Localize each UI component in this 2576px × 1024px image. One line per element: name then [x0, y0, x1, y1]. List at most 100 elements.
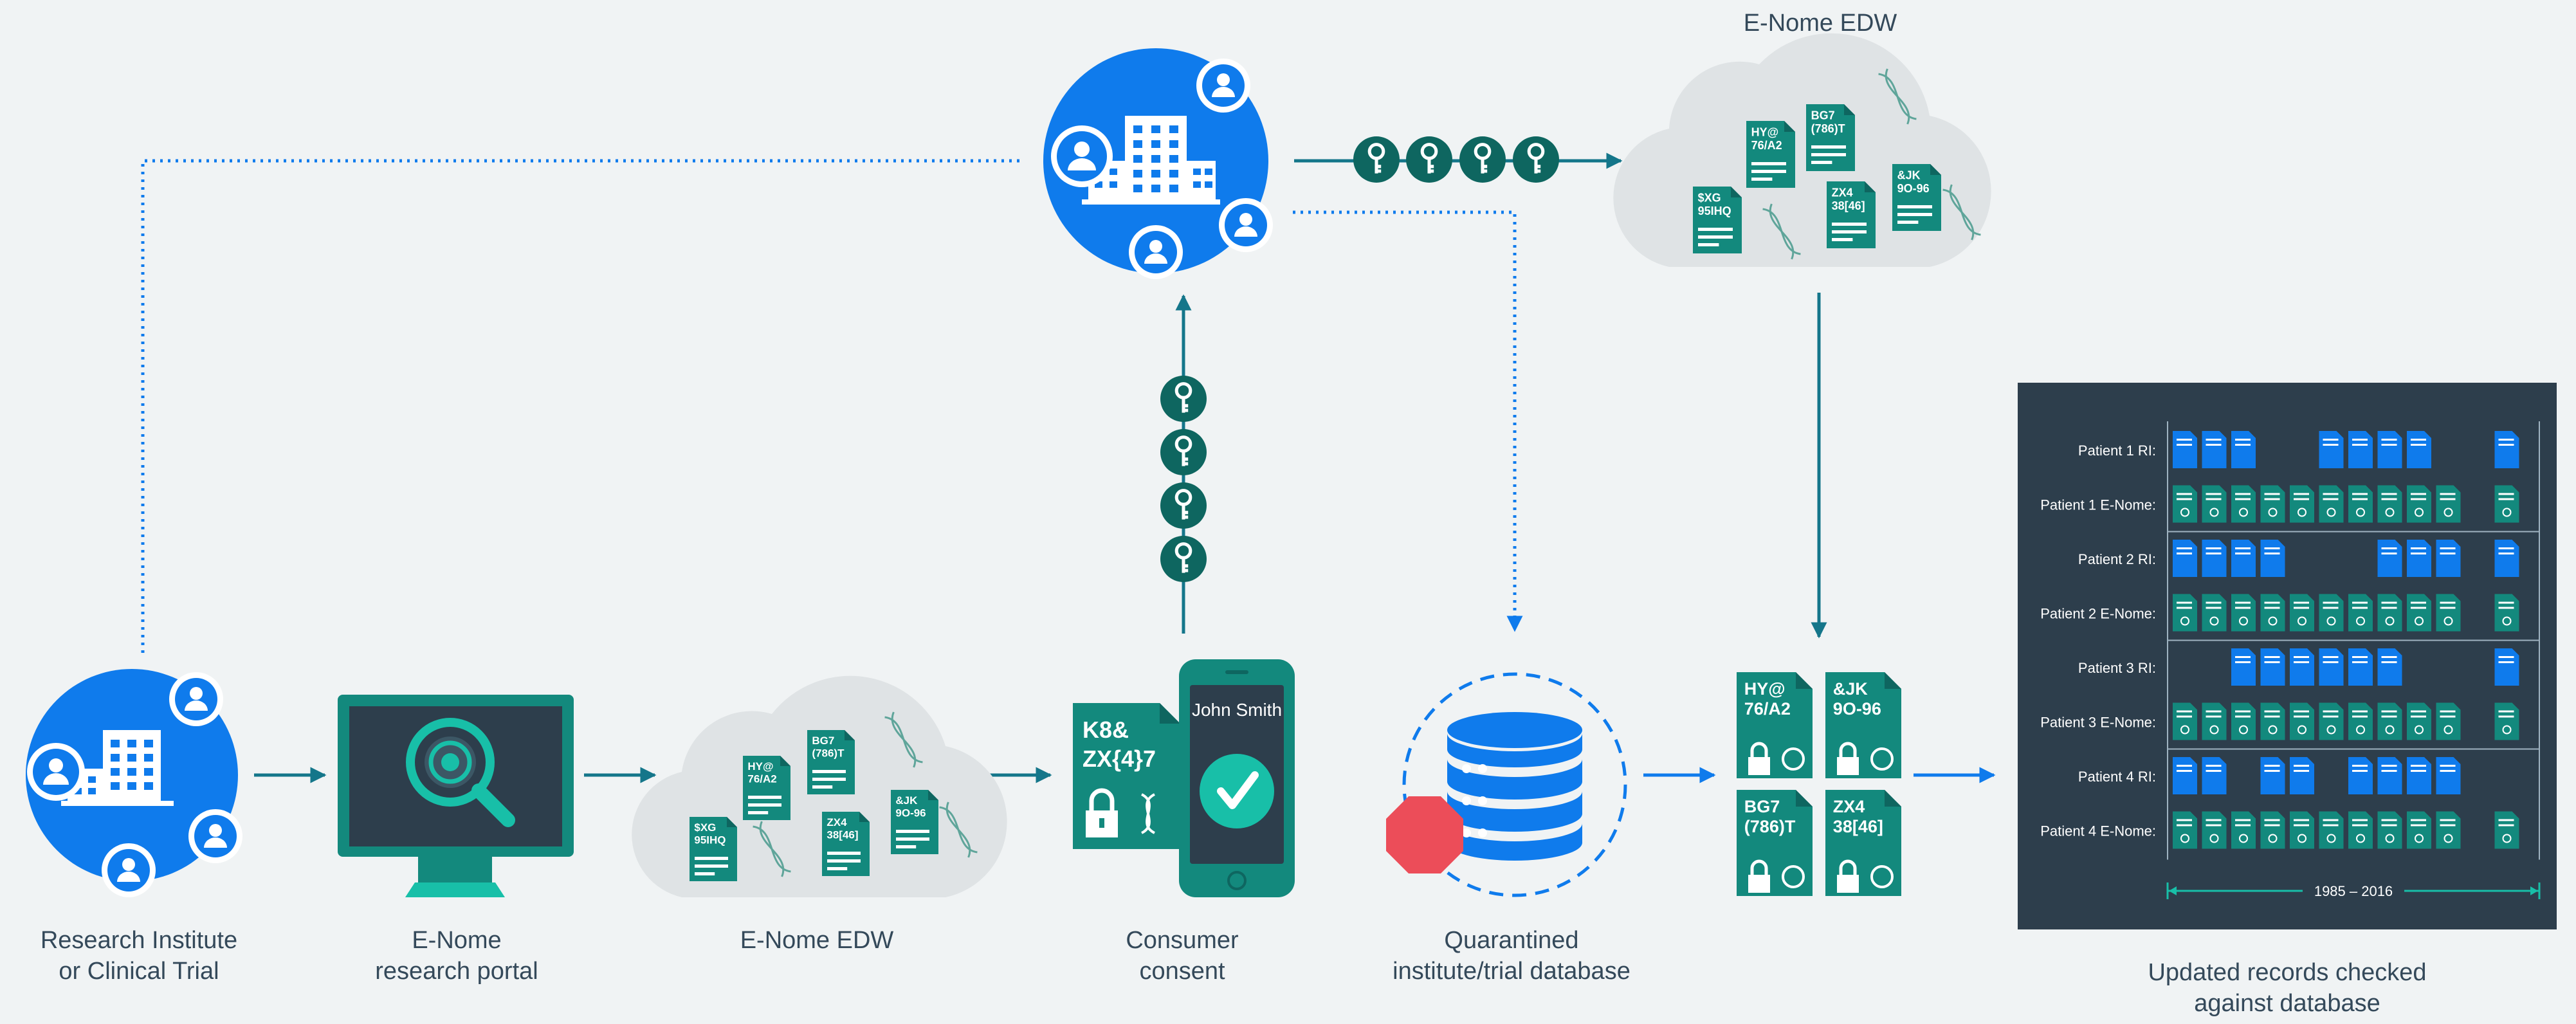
- svg-text:ZX4: ZX4: [1832, 186, 1853, 199]
- science-icon: [1782, 747, 1805, 771]
- record-file-icon: [2377, 485, 2402, 523]
- record-file-icon: [2348, 757, 2373, 794]
- record-file-icon: [2407, 702, 2431, 740]
- record-file-icon: [2494, 811, 2519, 849]
- svg-text:38[46]: 38[46]: [827, 829, 858, 841]
- svg-text:38[46]: 38[46]: [1833, 817, 1883, 836]
- svg-text:38[46]: 38[46]: [1832, 199, 1865, 212]
- svg-text:HY@: HY@: [747, 760, 773, 773]
- record-file-icon: [2377, 431, 2402, 468]
- dna-icon: [753, 821, 791, 877]
- dna-icon: [1878, 68, 1917, 125]
- svg-text:$XG: $XG: [694, 821, 716, 834]
- record-file-icon: [2260, 757, 2285, 794]
- record-file-icon: [2231, 811, 2256, 849]
- person-icon: [1196, 59, 1250, 113]
- record-file-icon: [2260, 485, 2285, 523]
- checkmark-icon: [1200, 754, 1274, 828]
- svg-text:9O-96: 9O-96: [895, 807, 926, 819]
- record-file-icon: [2348, 485, 2373, 523]
- svg-text:9O-96: 9O-96: [1897, 182, 1930, 195]
- record-file-icon: [2348, 431, 2373, 468]
- dna-icon: [1762, 203, 1801, 260]
- consent-doc-line1: K8&: [1082, 717, 1129, 743]
- record-file-icon: [2494, 485, 2519, 523]
- dna-icon: [939, 801, 978, 858]
- quarantined-database-icon: [1386, 672, 1627, 897]
- key-icon: [1459, 136, 1506, 183]
- svg-text:$XG: $XG: [1698, 191, 1721, 204]
- patient-row-label: Patient 1 E-Nome:: [2040, 497, 2156, 513]
- svg-text:&JK: &JK: [895, 794, 918, 807]
- record-file-icon: [2231, 431, 2256, 468]
- record-file-icon: [2319, 594, 2344, 632]
- record-file-icon: [2494, 431, 2519, 468]
- svg-text:BG7: BG7: [1811, 109, 1835, 122]
- record-file-icon: [2290, 648, 2314, 686]
- record-file-icon: [2202, 431, 2227, 468]
- padlock-icon: [1748, 742, 1770, 775]
- record-file-icon: [2319, 811, 2344, 849]
- institute-hub-icon: [1043, 48, 1273, 279]
- database-icon: [1447, 712, 1582, 861]
- record-file-icon: [2231, 485, 2256, 523]
- record-file-icon: [2173, 540, 2197, 577]
- science-icon: [1870, 747, 1894, 771]
- document-icon: BG7(786)T: [807, 730, 855, 794]
- padlock-icon: [1837, 742, 1859, 775]
- record-file-icon: [2231, 648, 2256, 686]
- record-file-icon: [2494, 648, 2519, 686]
- record-file-icon: [2260, 811, 2285, 849]
- dna-icon: [1140, 793, 1156, 834]
- smartphone-icon: John Smith: [1179, 659, 1295, 897]
- svg-text:(786)T: (786)T: [1811, 122, 1845, 135]
- dotted-line-research-to-hub: [141, 159, 1019, 653]
- person-icon: [1129, 225, 1183, 279]
- caption-edw-top: E-Nome EDW: [1743, 10, 1897, 37]
- record-file-icon: [2260, 648, 2285, 686]
- person-icon: [1219, 198, 1273, 252]
- key-icon: [1160, 429, 1207, 475]
- key-icon: [1406, 136, 1452, 183]
- key-column-vertical: [1160, 376, 1207, 582]
- key-icon: [1160, 482, 1207, 529]
- record-file-icon: [2436, 485, 2461, 523]
- patient-row-label: Patient 2 E-Nome:: [2040, 606, 2156, 622]
- person-icon: [27, 743, 85, 801]
- dna-icon: [1942, 184, 1981, 241]
- edw-bottom-documents: HY@76/A2BG7(786)T$XG95IHQZX438[46]&JK9O-…: [690, 730, 938, 881]
- record-file-icon: [2436, 811, 2461, 849]
- patient-row-label: Patient 2 RI:: [2078, 551, 2156, 567]
- science-icon: [1782, 865, 1805, 888]
- record-file-icon: [2377, 811, 2402, 849]
- key-icon: [1353, 136, 1400, 183]
- dotted-arrow-hub-to-quarantine: [1293, 210, 1523, 632]
- consent-document: K8& ZX{4}7: [1073, 703, 1180, 849]
- svg-text:HY@: HY@: [1744, 679, 1786, 699]
- record-file-icon: [2348, 648, 2373, 686]
- svg-text:HY@: HY@: [1751, 125, 1779, 138]
- dna-icon: [884, 711, 923, 768]
- records-panel: Patient 1 RI:Patient 1 E-Nome:Patient 2 …: [2018, 383, 2557, 929]
- svg-text:76/A2: 76/A2: [747, 773, 776, 785]
- stop-sign-icon: [1386, 796, 1463, 873]
- record-file-icon: [2231, 540, 2256, 577]
- record-file-icon: [2202, 811, 2227, 849]
- svg-text:BG7: BG7: [1744, 797, 1780, 816]
- key-row-horizontal: [1353, 136, 1559, 183]
- record-file-icon: [2407, 485, 2431, 523]
- magnifier-icon: [406, 718, 515, 827]
- key-icon: [1160, 376, 1207, 422]
- record-file-icon: [2290, 594, 2314, 632]
- record-file-icon: [2436, 540, 2461, 577]
- record-file-icon: [2348, 811, 2373, 849]
- person-icon: [1051, 125, 1113, 187]
